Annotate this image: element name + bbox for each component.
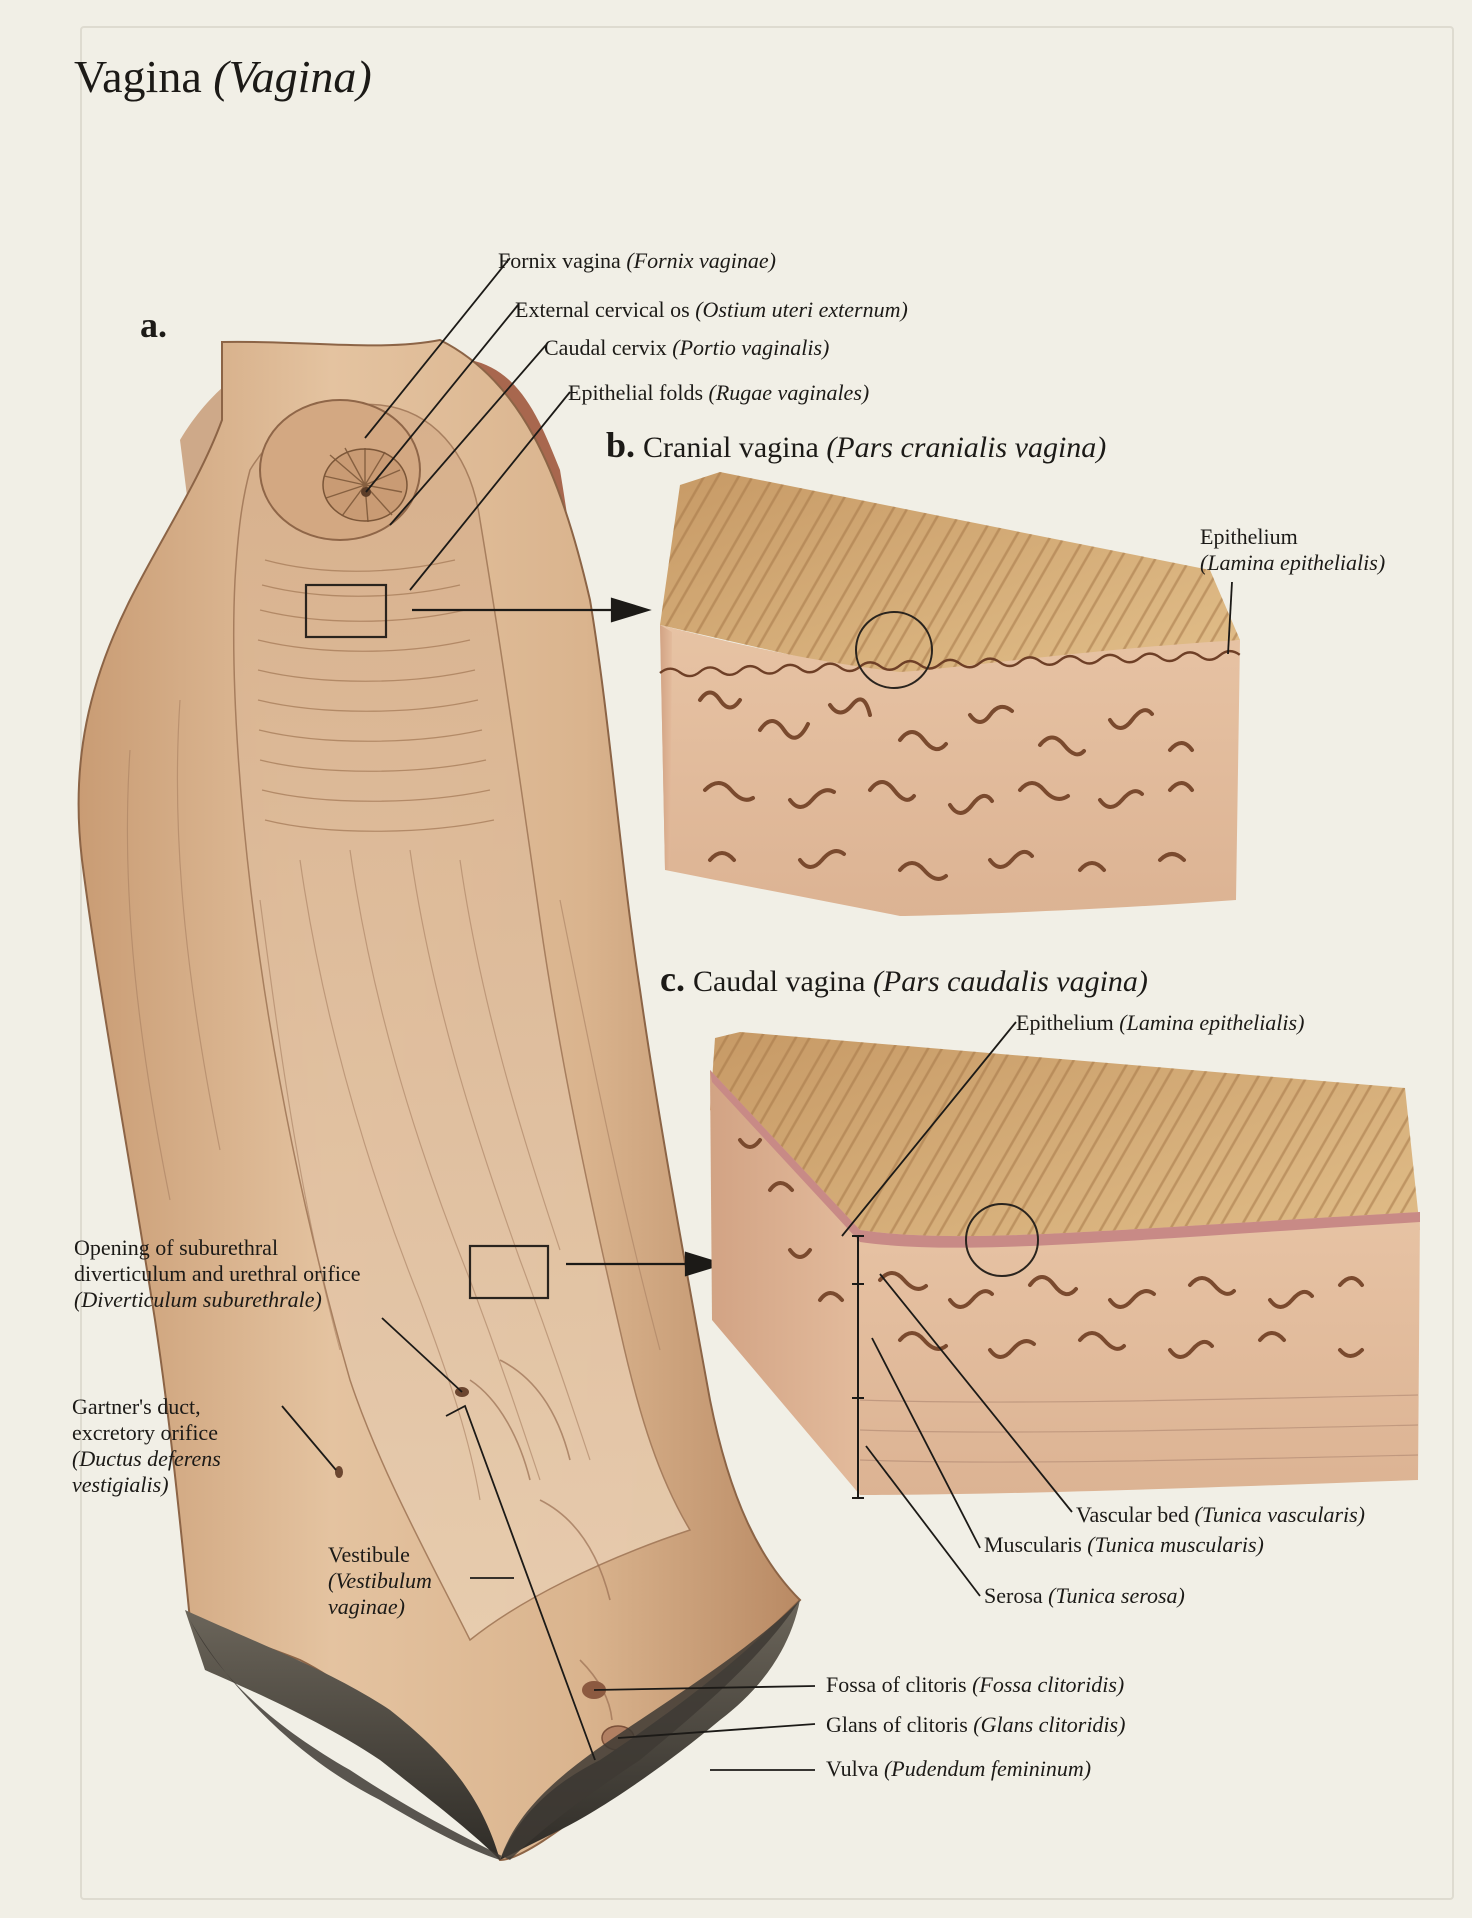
panel-c-letter: c. <box>660 959 685 999</box>
label-vulva: Vulva (Pudendum femininum) <box>826 1756 1092 1781</box>
label-serosa: Serosa (Tunica serosa) <box>984 1583 1185 1608</box>
label-muscularis: Muscularis (Tunica muscularis) <box>984 1532 1264 1557</box>
page-title: Vagina (Vagina) <box>74 50 372 103</box>
page-frame <box>80 26 1454 1900</box>
label-caudal-cervix: Caudal cervix (Portio vaginalis) <box>544 335 830 360</box>
cranial-section-block <box>659 472 1241 916</box>
panel-c-title: c.Caudal vagina (Pars caudalis vagina) <box>660 958 1148 1000</box>
label-epithelial-folds: Epithelial folds (Rugae vaginales) <box>568 380 870 405</box>
leader-lines <box>281 257 1233 1771</box>
label-epithelium-b: Epithelium (Lamina epithelialis) <box>1200 524 1386 575</box>
organ-illustration <box>77 338 802 1862</box>
callout-arrows <box>412 597 726 1277</box>
title-main: Vagina <box>74 51 202 102</box>
title-latin: (Vagina) <box>213 51 372 102</box>
label-cervical-os: External cervical os (Ostium uteri exter… <box>515 297 908 322</box>
panel-c-name: Caudal vagina <box>692 965 866 998</box>
label-vestibule: Vestibule (Vestibulum vaginae) <box>328 1542 432 1619</box>
label-suburethral: Opening of suburethral diverticulum and … <box>74 1235 361 1312</box>
caudal-section-block <box>710 1032 1420 1499</box>
label-gartner: Gartner's duct, excretory orifice (Ductu… <box>72 1394 221 1497</box>
panel-b-latin: (Pars cranialis vagina) <box>826 431 1107 464</box>
label-vascular-bed: Vascular bed (Tunica vascularis) <box>1076 1502 1366 1527</box>
panel-b-letter: b. <box>606 425 636 465</box>
label-fornix: Fornix vagina (Fornix vaginae) <box>498 248 776 273</box>
label-epithelium-c: Epithelium (Lamina epithelialis) <box>1016 1010 1305 1035</box>
label-glans-clitoris: Glans of clitoris (Glans clitoridis) <box>826 1712 1126 1737</box>
panel-a-letter: a. <box>140 305 167 345</box>
panel-c-latin: (Pars caudalis vagina) <box>872 965 1148 998</box>
label-fossa-clitoris: Fossa of clitoris (Fossa clitoridis) <box>826 1672 1125 1697</box>
panel-b-title: b.Cranial vagina (Pars cranialis vagina) <box>606 424 1106 466</box>
panel-b-name: Cranial vagina <box>643 431 819 464</box>
